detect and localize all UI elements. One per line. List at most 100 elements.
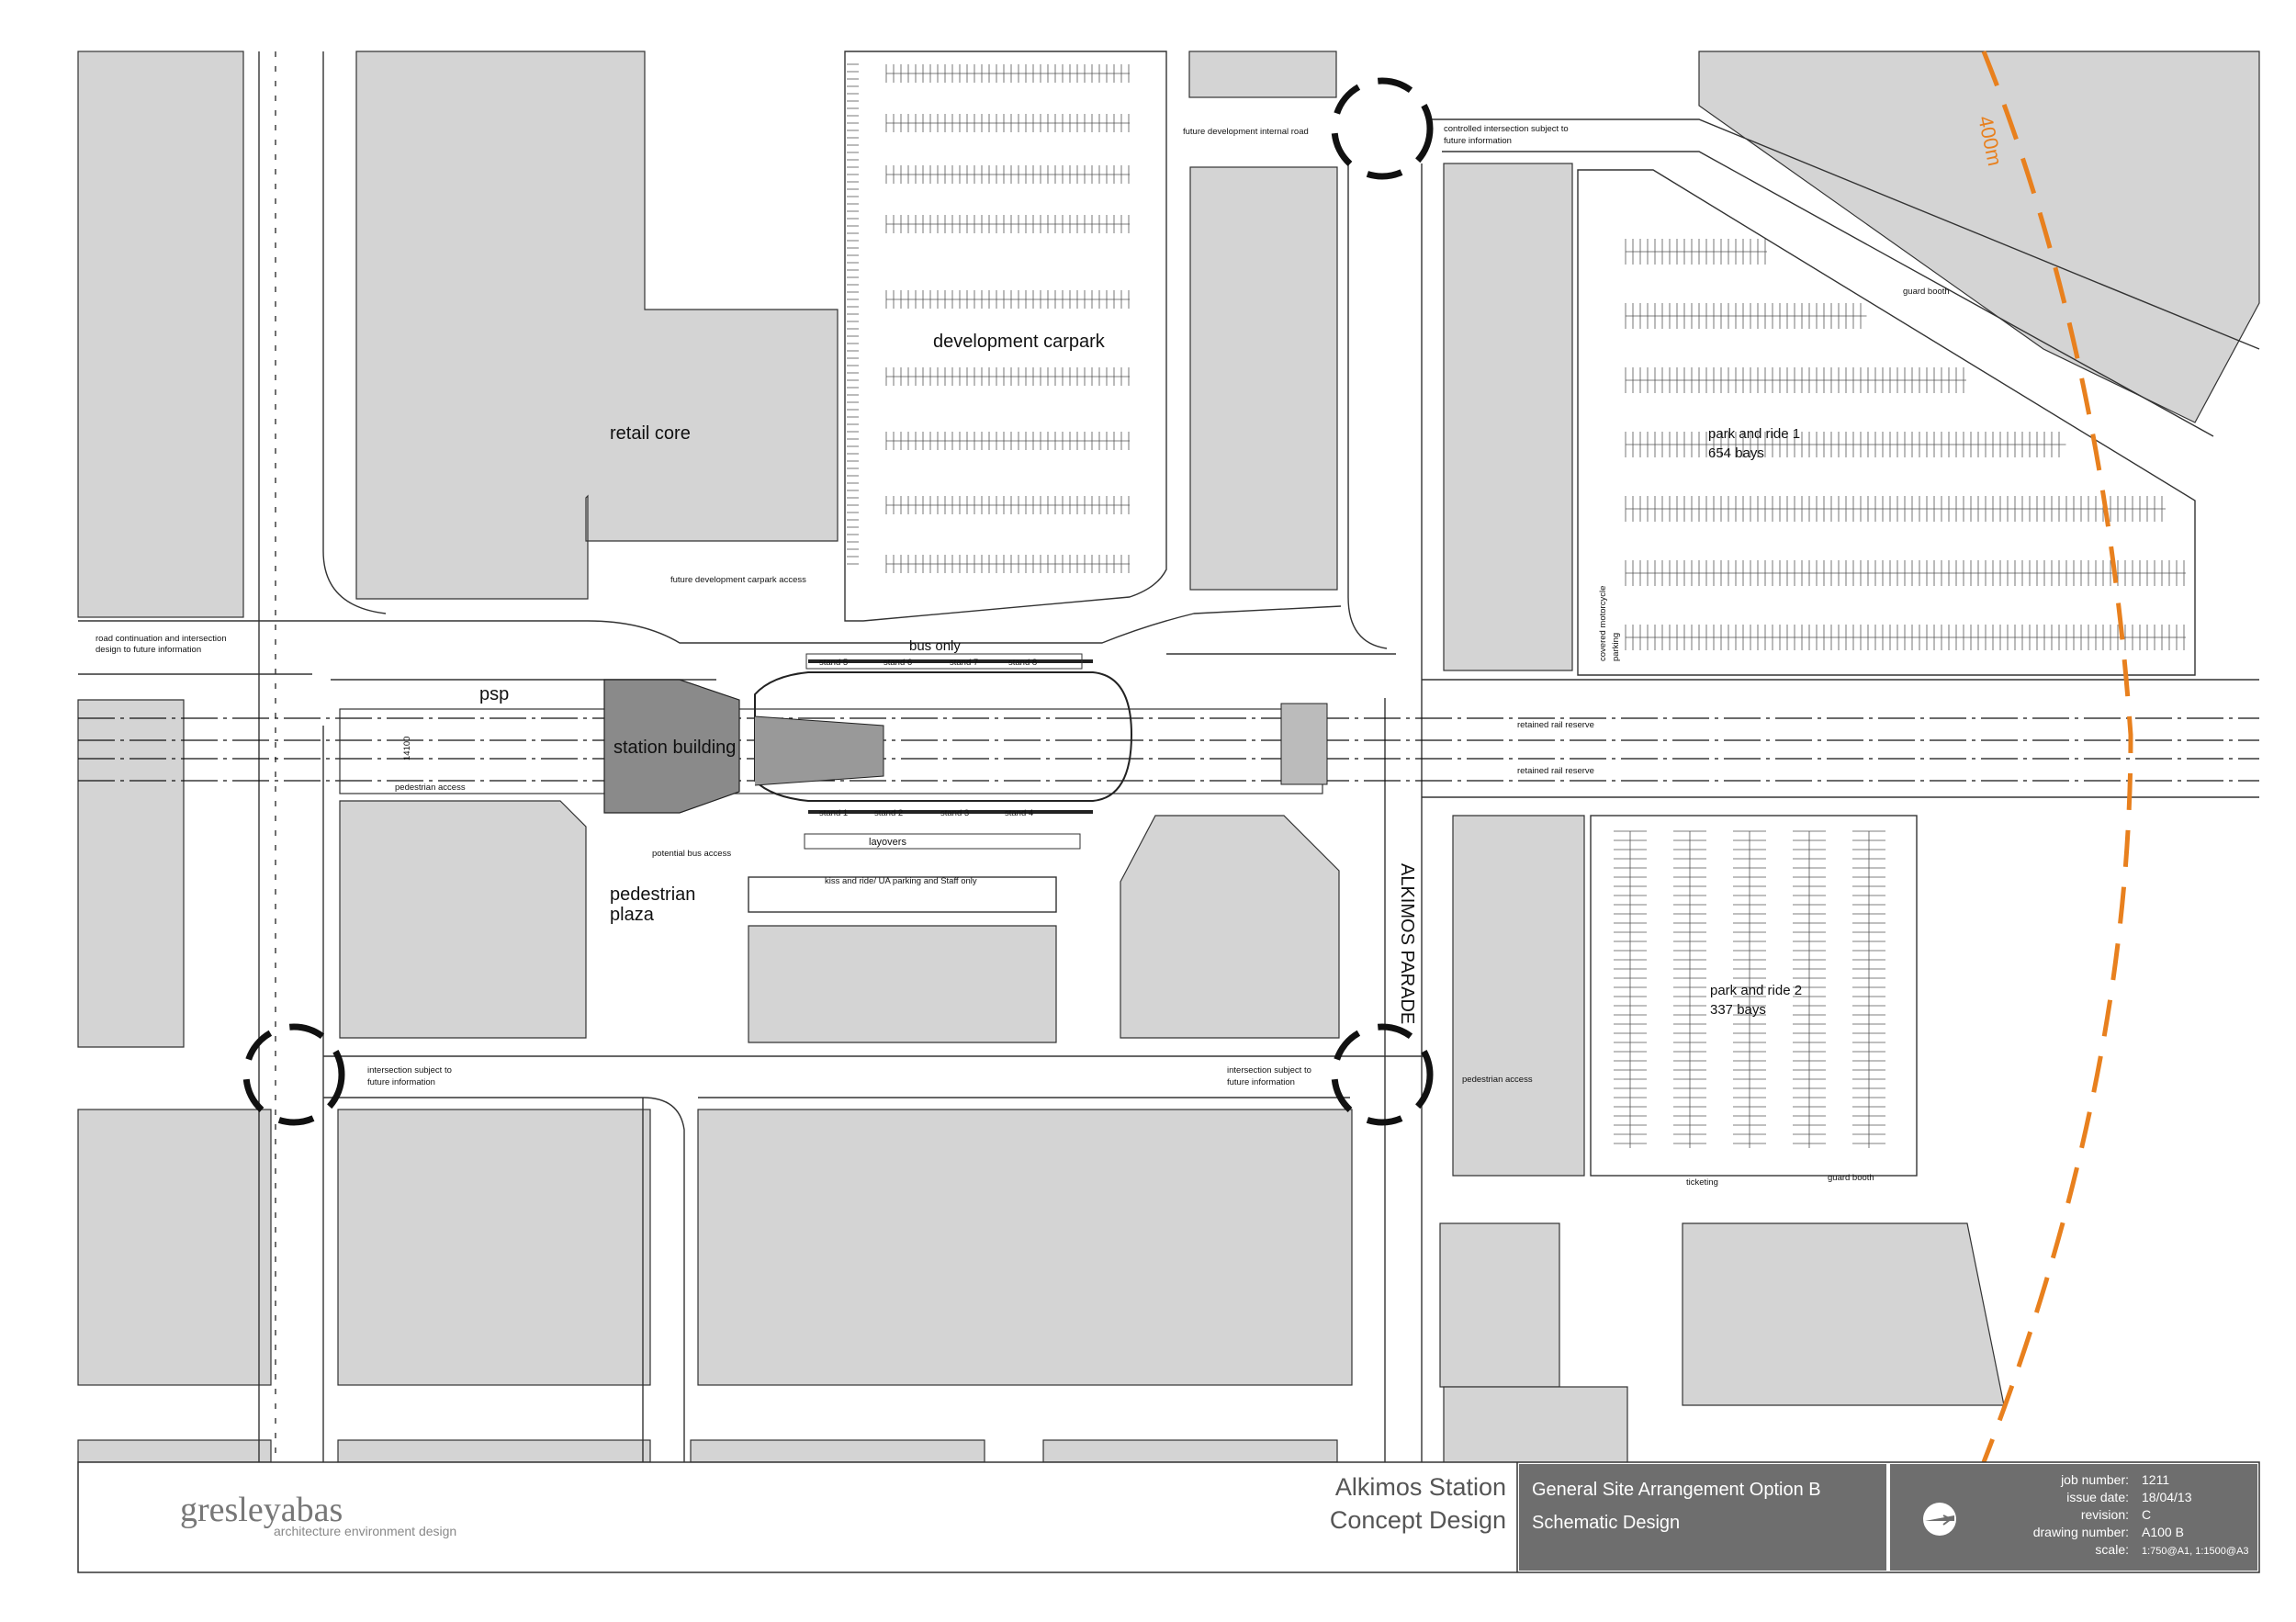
note-retained-rail-top: retained rail reserve — [1517, 720, 1594, 730]
drawing-title: General Site Arrangement Option B — [1532, 1480, 1821, 1500]
note-guard-booth-bottom: guard booth — [1828, 1173, 1874, 1183]
field-label-job-number: job number: — [2060, 1472, 2129, 1487]
note-covered-motorcycle-1: covered motorcycle — [1598, 586, 1608, 661]
stand-label: stand 2 — [874, 808, 903, 818]
park-and-ride-2-outline — [1590, 815, 1918, 1177]
label-pedestrian-plaza-2: plaza — [610, 905, 655, 925]
block-south-5 — [1682, 1222, 2005, 1406]
note-future-internal-road: future development internal road — [1183, 127, 1309, 137]
block-top-right — [1698, 51, 2260, 423]
block-footer-4 — [1042, 1439, 1338, 1463]
park-and-ride-2-bays — [1614, 830, 1885, 1148]
stand-label: stand 8 — [1008, 658, 1037, 668]
kiss-and-ride-strip — [748, 876, 1057, 913]
station-platform — [339, 653, 1328, 850]
development-carpark-bays — [847, 63, 1130, 573]
label-psp: psp — [479, 684, 509, 704]
block-south-1 — [337, 1109, 651, 1386]
note-pedestrian-access-station: pedestrian access — [395, 783, 466, 793]
title-fields: job number: 1211 issue date: 18/04/13 re… — [2033, 1472, 2249, 1557]
field-label-scale: scale: — [2095, 1542, 2129, 1557]
logo-name: gresleyabas — [180, 1491, 343, 1529]
field-label-drawing-number: drawing number: — [2033, 1525, 2129, 1539]
stand-label: stand 5 — [819, 658, 848, 668]
label-park-and-ride-2: park and ride 2 — [1710, 983, 1802, 998]
block-pedestrian-access — [1452, 815, 1585, 1177]
project-line-2: Concept Design — [1330, 1506, 1506, 1534]
label-bus-only: bus only — [909, 638, 961, 654]
block-left-lower — [77, 1109, 272, 1386]
note-covered-motorcycle-2: parking — [1611, 633, 1621, 661]
drawing-stage: Schematic Design — [1532, 1513, 1680, 1533]
label-pedestrian-plaza-1: pedestrian — [610, 884, 695, 905]
stand-label: stand 6 — [884, 658, 912, 668]
block-footer-2 — [337, 1439, 651, 1463]
intersection-circle-sw — [242, 1023, 345, 1126]
note-future-carpark-access: future development carpark access — [670, 575, 806, 585]
block-footer-1 — [77, 1439, 272, 1463]
block-left-mid — [77, 699, 185, 1048]
note-intersection-right-1: intersection subject to — [1227, 1065, 1311, 1076]
block-south-4 — [1443, 1386, 1628, 1466]
block-south-3 — [1439, 1222, 1560, 1388]
label-park-and-ride-1-bays: 654 bays — [1708, 445, 1764, 461]
rail-line — [78, 717, 2259, 782]
block-far-left-top — [77, 51, 244, 618]
block-station-sw — [339, 800, 587, 1039]
block-kiss-ride — [748, 925, 1057, 1043]
block-south-2 — [697, 1109, 1353, 1386]
north-arrow-icon — [1923, 1503, 1956, 1536]
park-and-ride-1-bays — [1625, 239, 2186, 650]
block-retail-core — [355, 51, 838, 600]
note-controlled-intersection-2: future information — [1444, 136, 1512, 146]
field-label-issue-date: issue date: — [2066, 1490, 2129, 1504]
note-potential-bus-access: potential bus access — [652, 849, 731, 859]
walking-radius-arc — [1981, 51, 2133, 1463]
stand-label: stand 1 — [819, 808, 848, 818]
label-alkimos-parade: ALKIMOS PARADE — [1397, 863, 1417, 1024]
field-label-revision: revision: — [2081, 1507, 2129, 1522]
label-development-carpark: development carpark — [933, 332, 1106, 352]
field-value-revision: C — [2142, 1507, 2151, 1522]
label-park-and-ride-1: park and ride 1 — [1708, 426, 1800, 442]
note-guard-booth-top: guard booth — [1903, 287, 1950, 297]
field-value-job-number: 1211 — [2142, 1472, 2169, 1487]
note-controlled-intersection-1: controlled intersection subject to — [1444, 124, 1569, 134]
note-intersection-left-2: future information — [367, 1077, 435, 1087]
field-value-issue-date: 18/04/13 — [2142, 1490, 2192, 1504]
intersection-circle-se — [1331, 1023, 1434, 1126]
note-intersection-left-1: intersection subject to — [367, 1065, 452, 1076]
project-line-1: Alkimos Station — [1335, 1473, 1506, 1501]
field-value-drawing-number: A100 B — [2142, 1525, 2184, 1539]
stand-label: stand 3 — [940, 808, 969, 818]
stand-label: stand 7 — [950, 658, 978, 668]
note-road-continuation-2: design to future information — [96, 645, 201, 655]
building-blocks — [77, 51, 2260, 1466]
block-station-se — [1120, 815, 1340, 1039]
block-east-of-carpark — [1189, 166, 1338, 591]
field-value-scale: 1:750@A1, 1:1500@A3 — [2142, 1546, 2249, 1557]
label-park-and-ride-2-bays: 337 bays — [1710, 1002, 1766, 1018]
note-ticketing: ticketing — [1686, 1177, 1718, 1188]
intersection-circles — [242, 77, 1434, 1126]
block-east-of-parade — [1443, 163, 1573, 671]
label-station-building: station building — [613, 738, 736, 758]
intersection-circle-north — [1331, 77, 1434, 180]
label-retail-core: retail core — [610, 423, 691, 444]
block-carpark-top — [1188, 51, 1337, 98]
note-dim-14100: 14100 — [402, 737, 412, 760]
title-block: gresleyabas architecture environment des… — [77, 1461, 2260, 1573]
park-and-ride-1-outline — [1577, 169, 2196, 676]
plan-labels: retail core development carpark park and… — [96, 114, 2007, 1188]
label-layovers: layovers — [869, 837, 906, 848]
logo-tagline: architecture environment design — [274, 1524, 456, 1538]
block-footer-3 — [690, 1439, 985, 1463]
note-road-continuation-1: road continuation and intersection — [96, 634, 227, 644]
note-retained-rail-bottom: retained rail reserve — [1517, 766, 1594, 776]
dev-carpark-outline — [844, 51, 1167, 622]
note-pedestrian-access-pr2: pedestrian access — [1462, 1075, 1533, 1085]
label-kiss-and-ride: kiss and ride/ UA parking and Staff only — [825, 876, 977, 886]
stand-label: stand 4 — [1005, 808, 1033, 818]
station-building — [603, 679, 740, 814]
